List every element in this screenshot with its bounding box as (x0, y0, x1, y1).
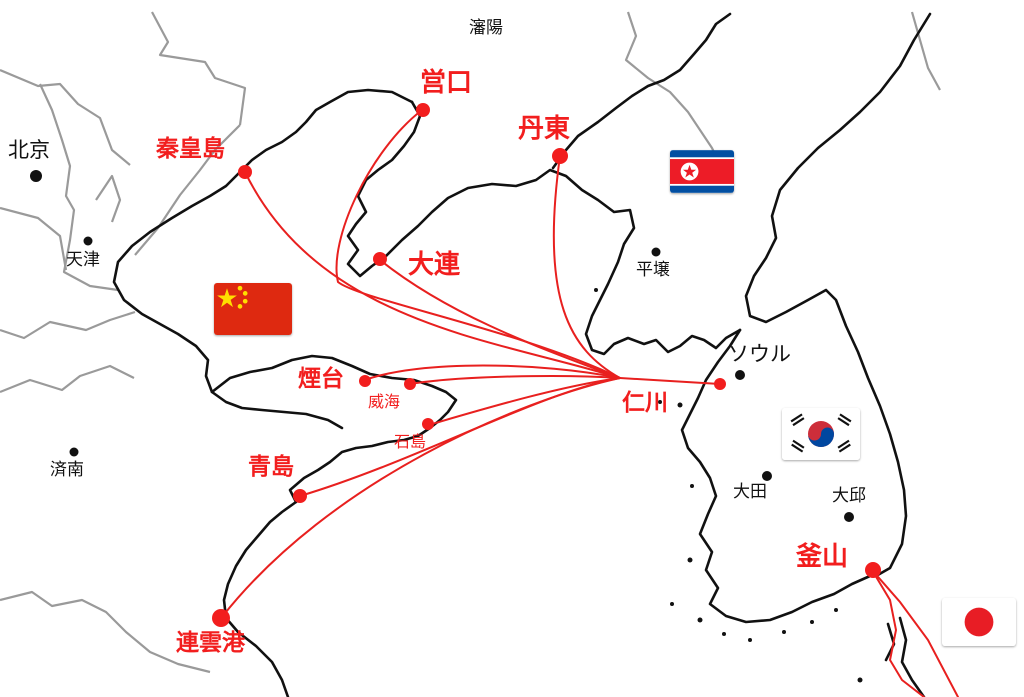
port-yantai-label: 煙台 (298, 366, 344, 392)
port-yingkou-label: 営口 (420, 68, 473, 98)
ports (212, 103, 881, 627)
port-busan-marker (865, 562, 881, 578)
port-lianyungang-marker (212, 609, 230, 627)
city-tianjin-label: 天津 (66, 250, 100, 270)
city-pyongyang-label: 平壌 (636, 260, 670, 280)
port-busan-label: 釜山 (796, 542, 849, 572)
route-incheon-weihai (409, 375, 621, 385)
japan-flag-icon (942, 598, 1016, 646)
city-daegu-label: 大邱 (832, 486, 866, 506)
port-qingdao-label: 青島 (248, 454, 294, 480)
route-incheon-qinhuangdao (244, 171, 621, 379)
city-shenyang-label: 瀋陽 (469, 18, 503, 38)
port-incheon-marker (714, 378, 726, 390)
city-daejeon-marker (762, 471, 772, 481)
route-busan-japan-b (871, 569, 925, 697)
port-dandong-marker (552, 148, 568, 164)
port-lianyungang-label: 連雲港 (176, 630, 245, 656)
china-flag-icon (214, 283, 292, 335)
port-incheon-label: 仁川 (622, 390, 668, 416)
city-beijing-marker (30, 170, 42, 182)
port-qinhuangdao-marker (238, 165, 252, 179)
city-pyongyang-marker (651, 247, 661, 257)
city-jinan-marker (69, 447, 79, 457)
city-incheon-area-marker (677, 402, 683, 408)
port-qingdao-marker (293, 489, 307, 503)
route-incheon-dalian (379, 259, 621, 379)
cities (30, 170, 854, 522)
route-incheon-dandong (552, 155, 621, 379)
south-korea-flag-icon (782, 408, 860, 460)
city-tianjin-marker (83, 236, 93, 246)
port-dandong-label: 丹東 (518, 114, 571, 144)
city-daegu-marker (844, 512, 854, 522)
port-weihai-label: 威海 (368, 392, 401, 411)
port-yantai-marker (359, 375, 371, 387)
route-incheon-lianyungang (221, 377, 621, 618)
ferry-routes (221, 109, 959, 697)
port-yingkou-marker (416, 103, 430, 117)
port-weihai-marker (404, 378, 416, 390)
north-korea-flag-icon (670, 150, 734, 193)
route-incheon-shidao (431, 377, 621, 425)
city-daejeon-label: 大田 (733, 482, 767, 502)
province-borders (0, 11, 941, 674)
city-seoul-marker (735, 370, 745, 380)
port-shidao-marker (422, 418, 434, 430)
city-seoul-label: ソウル (728, 342, 791, 366)
port-qinhuangdao-label: 秦皇島 (156, 136, 225, 162)
route-busan-japan-a (871, 569, 959, 697)
route-incheon-yantai (364, 364, 621, 381)
city-beijing-label: 北京 (8, 138, 50, 162)
korean-islands (594, 288, 863, 683)
city-jinan-label: 済南 (50, 460, 84, 480)
port-dalian-label: 大連 (408, 250, 461, 280)
route-incheon-port (619, 377, 721, 385)
port-shidao-label: 石島 (394, 432, 427, 451)
port-dalian-marker (373, 252, 387, 266)
coastlines (112, 12, 932, 697)
